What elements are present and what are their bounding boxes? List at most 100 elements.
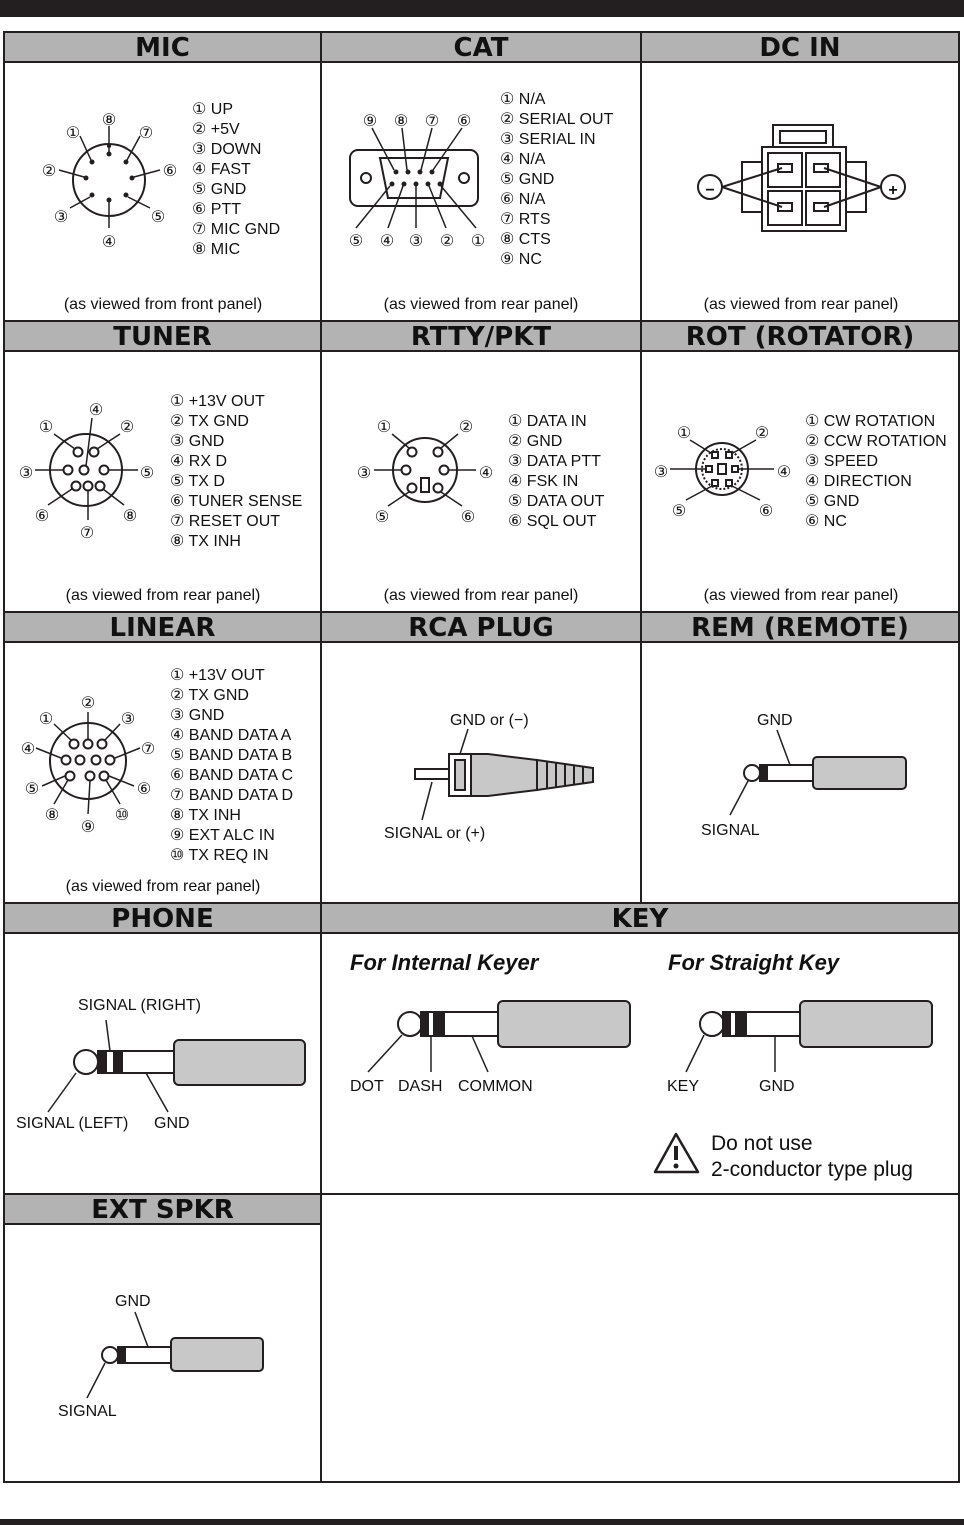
cat-pin-desc: ⑦ RTS: [500, 211, 551, 228]
rtty-pin-5-label: ⑤: [375, 509, 389, 526]
tuner-pin-desc: ① +13V OUT: [170, 393, 265, 410]
rem-header: REM (REMOTE): [642, 613, 958, 643]
mic-caption: (as viewed from front panel): [63, 296, 263, 313]
linear-pin-7-label: ⑦: [141, 741, 155, 758]
cat-pin-1-label: ①: [471, 233, 485, 250]
dcin-header: DC IN: [642, 33, 958, 63]
rtty-pin-3-label: ③: [357, 465, 371, 482]
dcin-caption: (as viewed from rear panel): [703, 296, 899, 313]
tuner-pin-desc: ⑥ TUNER SENSE: [170, 493, 302, 510]
rot-caption: (as viewed from rear panel): [703, 587, 899, 604]
mic-pin-desc: ⑥ PTT: [192, 201, 241, 218]
tuner-pin-7-label: ⑦: [80, 525, 94, 542]
dcin-minus-label: −: [705, 182, 714, 199]
mic-pin-desc: ③ DOWN: [192, 141, 261, 158]
mic-pin-2-label: ②: [42, 163, 56, 180]
cat-pin-desc: ① N/A: [500, 91, 546, 108]
mic-pin-4-label: ④: [102, 234, 116, 251]
tuner-pin-desc: ③ GND: [170, 433, 224, 450]
linear-pin-2-label: ②: [81, 695, 95, 712]
cat-caption: (as viewed from rear panel): [383, 296, 579, 313]
rtty-pin-desc: ⑥ SQL OUT: [508, 513, 597, 530]
bottom-bar: [0, 1519, 964, 1525]
rot-pin-4-label: ④: [777, 464, 791, 481]
key-gnd-label: GND: [759, 1078, 795, 1095]
linear-pin-desc: ③ GND: [170, 707, 224, 724]
warning-icon: [653, 1132, 700, 1174]
linear-header: LINEAR: [5, 613, 320, 643]
tuner-pin-4-label: ④: [89, 402, 103, 419]
cat-pin-desc: ⑥ N/A: [500, 191, 546, 208]
rtty-pin-2-label: ②: [459, 419, 473, 436]
linear-pin-3-label: ③: [121, 711, 135, 728]
cat-pin-desc: ② SERIAL OUT: [500, 111, 614, 128]
linear-pin-desc: ⑥ BAND DATA C: [170, 767, 293, 784]
tuner-header: TUNER: [5, 322, 320, 352]
rtty-pin-desc: ② GND: [508, 433, 562, 450]
mic-pin-desc: ④ FAST: [192, 161, 251, 178]
linear-pin-desc: ④ BAND DATA A: [170, 727, 292, 744]
linear-pin-desc: ② TX GND: [170, 687, 249, 704]
rot-pin-1-label: ①: [677, 425, 691, 442]
cat-pin-desc: ⑤ GND: [500, 171, 554, 188]
linear-pin-desc: ⑦ BAND DATA D: [170, 787, 293, 804]
rot-pin-desc: ③ SPEED: [805, 453, 878, 470]
rtty-pin-4-label: ④: [479, 465, 493, 482]
phone-gnd-label: GND: [154, 1115, 190, 1132]
mic-pin-1-label: ①: [66, 125, 80, 142]
cat-pin-desc: ③ SERIAL IN: [500, 131, 596, 148]
phone-left-label: SIGNAL (LEFT): [16, 1115, 128, 1132]
key-internal-title: For Internal Keyer: [350, 950, 540, 975]
tuner-pin-2-label: ②: [120, 419, 134, 436]
mic-pin-8-label: ⑧: [102, 112, 116, 129]
linear-pin-6-label: ⑥: [137, 781, 151, 798]
extspkr-gnd-label: GND: [115, 1293, 151, 1310]
rem-signal-label: SIGNAL: [701, 822, 760, 839]
rtty-pin-desc: ① DATA IN: [508, 413, 587, 430]
rot-pin-desc: ⑤ GND: [805, 493, 859, 510]
extspkr-signal-label: SIGNAL: [58, 1403, 117, 1420]
rca-header: RCA PLUG: [322, 613, 640, 643]
key-straight-title: For Straight Key: [668, 950, 841, 975]
mic-pin-3-label: ③: [54, 209, 68, 226]
rot-pin-desc: ⑥ NC: [805, 513, 847, 530]
phone-right-label: SIGNAL (RIGHT): [78, 997, 201, 1014]
linear-pin-10-label: ⑩: [115, 807, 129, 824]
tuner-pin-desc: ⑦ RESET OUT: [170, 513, 280, 530]
linear-pin-1-label: ①: [39, 711, 53, 728]
tuner-pin-6-label: ⑥: [35, 508, 49, 525]
cat-pin-6-label: ⑥: [457, 113, 471, 130]
rtty-pin-desc: ④ FSK IN: [508, 473, 578, 490]
mic-pin-5-label: ⑤: [151, 209, 165, 226]
tuner-pin-1-label: ①: [39, 419, 53, 436]
rtty-pin-1-label: ①: [377, 419, 391, 436]
warning-line-2: 2-conductor type plug: [711, 1158, 913, 1181]
rot-pin-2-label: ②: [755, 425, 769, 442]
mic-pin-desc: ① UP: [192, 101, 233, 118]
tuner-caption: (as viewed from rear panel): [65, 587, 261, 604]
cat-pin-desc: ⑨ NC: [500, 251, 542, 268]
mic-pin-desc: ⑦ MIC GND: [192, 221, 280, 238]
rem-gnd-label: GND: [757, 712, 793, 729]
cat-pin-5-label: ⑤: [349, 233, 363, 250]
cat-pin-4-label: ④: [380, 233, 394, 250]
cat-pin-7-label: ⑦: [425, 113, 439, 130]
cat-header: CAT: [322, 33, 640, 63]
linear-pin-desc: ⑩ TX REQ IN: [170, 847, 269, 864]
key-header: KEY: [322, 904, 958, 934]
linear-pin-desc: ① +13V OUT: [170, 667, 265, 684]
rtty-pin-desc: ③ DATA PTT: [508, 453, 601, 470]
cat-pin-9-label: ⑨: [363, 113, 377, 130]
top-bar: [0, 0, 964, 17]
dcin-plus-label: +: [888, 182, 897, 199]
rot-pin-desc: ① CW ROTATION: [805, 413, 935, 430]
warning-line-1: Do not use: [711, 1132, 813, 1155]
cat-pin-8-label: ⑧: [394, 113, 408, 130]
